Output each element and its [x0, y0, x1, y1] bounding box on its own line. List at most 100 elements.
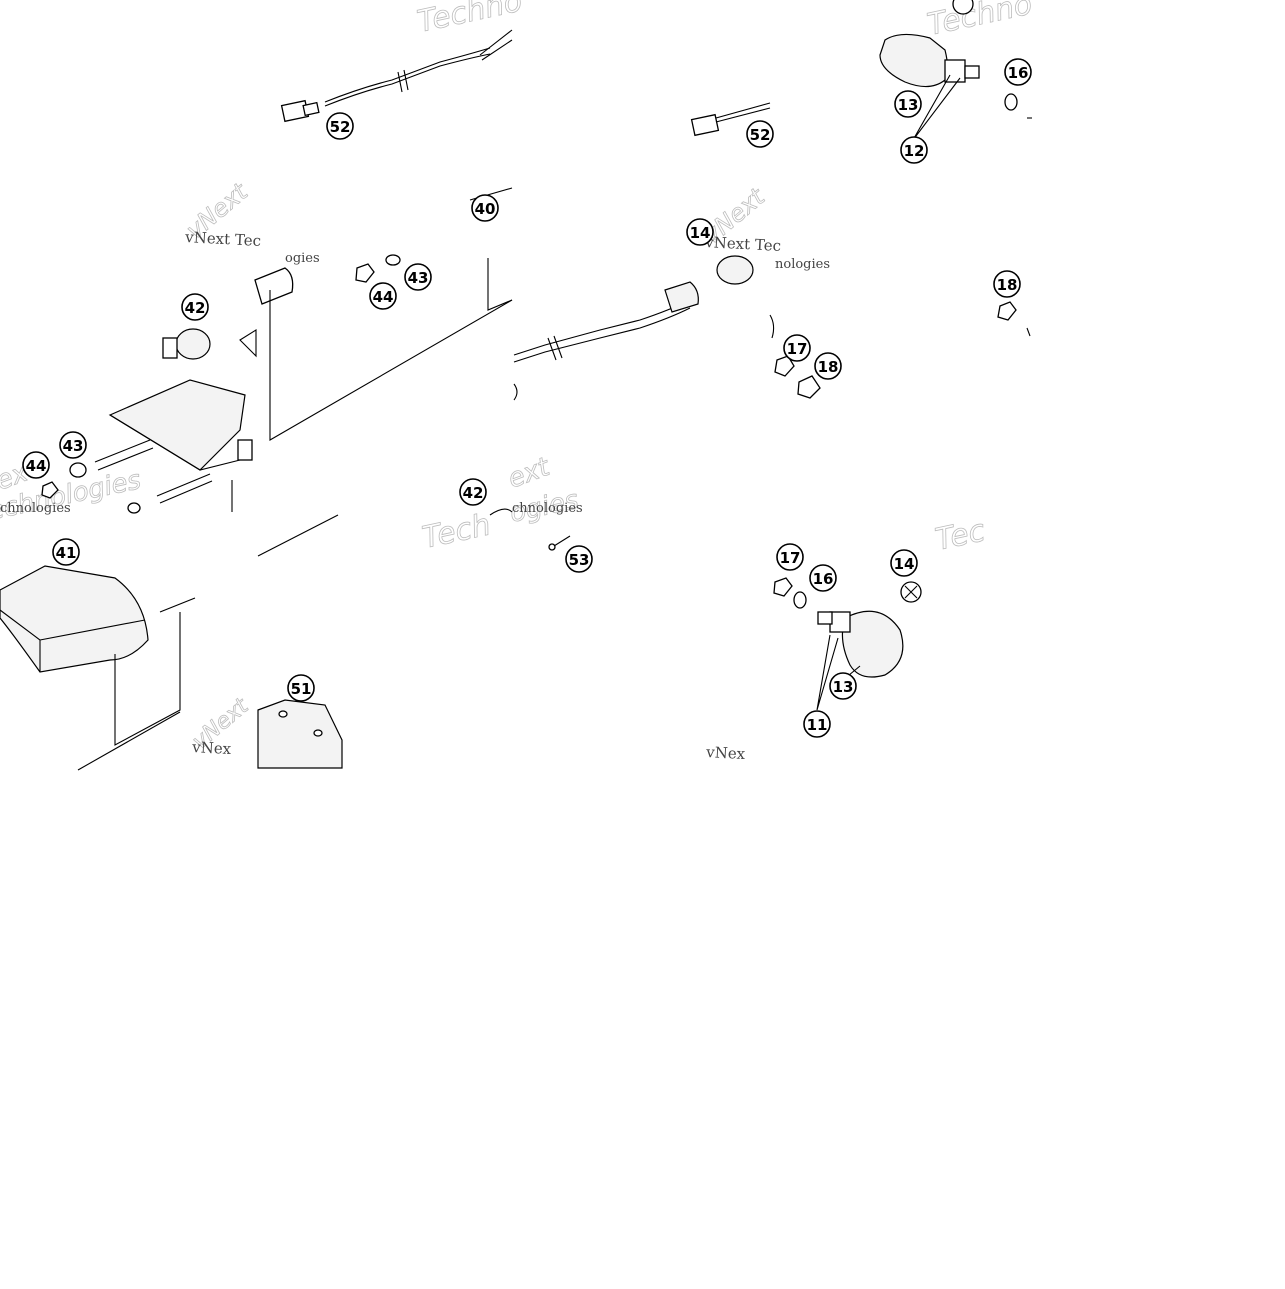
callout-18-mr-right: 18	[993, 270, 1021, 298]
svg-text:41: 41	[56, 544, 77, 562]
plate-51	[257, 699, 343, 769]
screw-53	[553, 535, 571, 547]
tile-top-left	[280, 29, 513, 201]
svg-text:14: 14	[690, 224, 711, 242]
svg-text:14: 14	[894, 555, 915, 573]
svg-text:43: 43	[408, 269, 429, 287]
watermark-ext-mid: ext	[504, 452, 554, 495]
svg-text:18: 18	[818, 358, 839, 376]
wire-harness-top-left	[324, 47, 491, 103]
nut-18-right	[997, 301, 1017, 321]
bulb-14-cross	[904, 585, 918, 599]
frame-line-bl	[257, 514, 339, 557]
watermark-vnext-tec-mr: vNext Tec	[704, 233, 782, 255]
watermark-nologies-mr: nologies	[775, 257, 830, 272]
watermark-vnex-br2: vNex	[705, 743, 746, 763]
partial-part-mr	[769, 314, 775, 339]
callout-43-ml-bottom: 43	[59, 431, 87, 459]
callout-14-mr: 14	[686, 218, 714, 246]
watermark-techno-tr: Techno	[924, 0, 1035, 43]
callout-53: 53	[565, 545, 593, 573]
callout-17-mr: 17	[783, 334, 811, 362]
callout-40: 40	[471, 194, 499, 222]
spacer-right	[237, 439, 253, 461]
bracket-tab	[239, 329, 257, 358]
bracket-frame-2	[487, 258, 513, 311]
svg-text:18: 18	[997, 276, 1018, 294]
socket-middle-right	[664, 281, 699, 313]
svg-text:40: 40	[475, 200, 496, 218]
partial-washer-right	[1026, 327, 1031, 337]
wire-top-right	[715, 102, 771, 123]
indicator-stud-top	[964, 65, 980, 79]
callout-44-ml-top: 44	[369, 282, 397, 310]
svg-text:42: 42	[463, 484, 484, 502]
svg-text:13: 13	[833, 678, 854, 696]
tile-middle-right	[513, 255, 1031, 401]
watermark-chnologies-mid: chnologies	[512, 501, 583, 516]
wire-break-mark	[397, 69, 409, 93]
washer-16-top	[1004, 93, 1018, 111]
callout-42-ml: 42	[181, 293, 209, 321]
wire-break-mark-mr	[547, 335, 563, 361]
washer-43-lower	[69, 462, 87, 478]
washer-43-top	[385, 254, 401, 266]
svg-text:44: 44	[26, 457, 47, 475]
callout-52-tr: 52	[746, 120, 774, 148]
indicator-lens-bottom	[841, 610, 904, 678]
nut-44-top	[355, 263, 375, 283]
tile-middle-left	[41, 254, 513, 516]
svg-text:16: 16	[813, 570, 834, 588]
lens-41-edges	[0, 609, 146, 672]
watermark-techno-tl: Techno	[414, 0, 525, 40]
svg-text:53: 53	[569, 551, 590, 569]
socket-top	[254, 267, 294, 305]
bulb-42	[175, 328, 211, 360]
svg-text:17: 17	[787, 340, 808, 358]
wire-strands	[479, 29, 513, 61]
tile-top-right	[690, 0, 1032, 141]
callout-51: 51	[287, 674, 315, 702]
lens-41	[0, 565, 149, 673]
watermark-tec-br: Tec	[932, 513, 988, 558]
svg-text:44: 44	[373, 288, 394, 306]
wire-harness-top-left-2	[324, 53, 491, 107]
svg-text:42: 42	[185, 299, 206, 317]
bulb-base-42	[162, 337, 178, 359]
bulb-top-right	[952, 0, 974, 15]
connector-collar-52	[302, 101, 320, 117]
screw-41	[159, 597, 196, 613]
watermark-tech-mid: Tech	[419, 507, 493, 555]
callout-17-br: 17	[776, 543, 804, 571]
bolt-upper	[94, 439, 154, 471]
nut-18	[797, 375, 821, 399]
svg-text:16: 16	[1008, 64, 1029, 82]
bolt-lower	[156, 473, 213, 504]
tile-bottom-left	[0, 514, 343, 771]
nut-44-lower	[41, 481, 59, 499]
lens-bracket	[114, 612, 181, 746]
bulb-14-middle	[716, 255, 754, 285]
callout-labels: 52 40 42 43 44 43 44 42 13 12 16 52 14 1…	[22, 58, 1032, 738]
plate-hole-2	[313, 729, 323, 737]
leader-12	[912, 74, 961, 141]
svg-text:52: 52	[750, 126, 771, 144]
svg-text:11: 11	[807, 716, 828, 734]
callout-16-tr: 16	[1004, 58, 1032, 86]
washer-16-bottom	[793, 591, 807, 609]
callout-14-br: 14	[890, 549, 918, 577]
screw-53-head	[548, 543, 556, 551]
frame-line-bl-2	[77, 711, 181, 771]
indicator-body-bottom	[829, 611, 851, 633]
housing-edge	[109, 414, 241, 471]
watermark-vnext-tec-ml: vNext Tec	[184, 228, 262, 250]
callout-44-ml-bottom: 44	[22, 451, 50, 479]
nut-17	[774, 355, 795, 377]
leader-11	[816, 634, 839, 711]
callout-41: 41	[52, 538, 80, 566]
svg-text:43: 43	[63, 437, 84, 455]
callout-13-tr: 13	[894, 90, 922, 118]
partial-part-42	[489, 508, 513, 516]
plate-hole-1	[278, 710, 288, 718]
